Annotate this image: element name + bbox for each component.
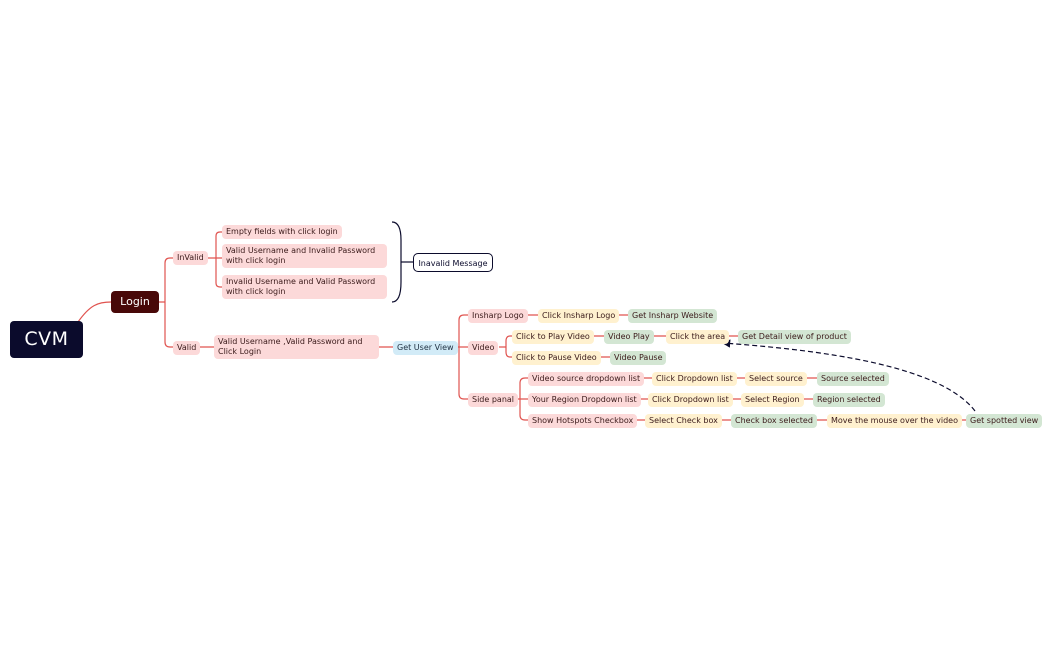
valid-node[interactable]: Valid	[173, 341, 201, 355]
video-pause-node[interactable]: Video Pause	[610, 351, 667, 365]
click-the-area-node[interactable]: Click the area	[666, 330, 730, 344]
login-node[interactable]: Login	[111, 291, 159, 313]
get-spotted-view-node[interactable]: Get spotted view	[966, 414, 1043, 428]
get-user-view-node[interactable]: Get User View	[393, 341, 458, 355]
select-region-node[interactable]: Select Region	[741, 393, 804, 407]
source-selected-node[interactable]: Source selected	[817, 372, 889, 386]
click-dropdown-source-node[interactable]: Click Dropdown list	[652, 372, 737, 386]
click-insharp-logo-node[interactable]: Click Insharp Logo	[538, 309, 620, 323]
video-node[interactable]: Video	[468, 341, 499, 355]
check-box-selected-node[interactable]: Check box selected	[731, 414, 817, 428]
get-insharp-website-node[interactable]: Get Insharp Website	[628, 309, 718, 323]
invalid-case-empty-fields[interactable]: Empty fields with click login	[222, 225, 342, 239]
root-node-cvm[interactable]: CVM	[10, 321, 83, 358]
region-dropdown-node[interactable]: Your Region Dropdown list	[528, 393, 641, 407]
select-check-box-node[interactable]: Select Check box	[645, 414, 722, 428]
click-dropdown-region-node[interactable]: Click Dropdown list	[648, 393, 733, 407]
click-to-pause-video-node[interactable]: Click to Pause Video	[512, 351, 601, 365]
show-hotspots-checkbox-node[interactable]: Show Hotspots Checkbox	[528, 414, 638, 428]
insharp-logo-node[interactable]: Insharp Logo	[468, 309, 528, 323]
valid-case-node[interactable]: Valid Username ,Valid Password and Click…	[214, 335, 379, 359]
move-mouse-over-video-node[interactable]: Move the mouse over the video	[827, 414, 962, 428]
select-source-node[interactable]: Select source	[745, 372, 807, 386]
video-source-dropdown-node[interactable]: Video source dropdown list	[528, 372, 645, 386]
video-play-node[interactable]: Video Play	[604, 330, 654, 344]
invalid-case-invalid-username[interactable]: Invalid Username and Valid Password with…	[222, 275, 387, 299]
invalid-message-node[interactable]: Inavalid Message	[413, 253, 493, 272]
region-selected-node[interactable]: Region selected	[813, 393, 885, 407]
click-to-play-video-node[interactable]: Click to Play Video	[512, 330, 594, 344]
side-panel-node[interactable]: Side panal	[468, 393, 519, 407]
invalid-node[interactable]: InValid	[173, 251, 208, 265]
invalid-case-invalid-password[interactable]: Valid Username and Invalid Password with…	[222, 244, 387, 268]
get-detail-view-node[interactable]: Get Detail view of product	[738, 330, 851, 344]
